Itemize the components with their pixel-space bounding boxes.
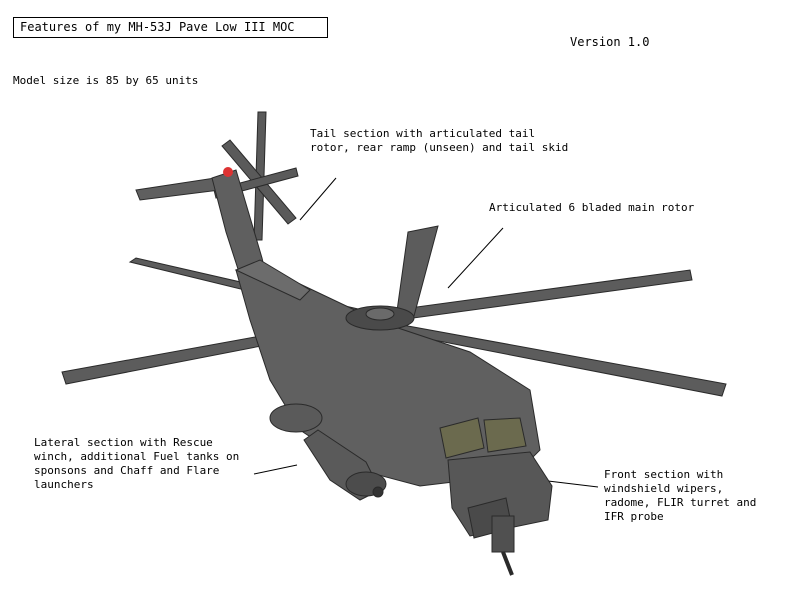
fuselage (234, 259, 541, 487)
leader-line-front (547, 480, 599, 488)
leader-line-lateral (253, 464, 298, 475)
leader-line-rotor (447, 227, 504, 289)
sponson-fuel-tank (269, 403, 387, 501)
annotation-main-rotor: Articulated 6 bladed main rotor (489, 201, 695, 214)
page-title: Features of my MH-53J Pave Low III MOC (13, 17, 328, 38)
model-size-label: Model size is 85 by 65 units (13, 74, 199, 87)
annotation-lateral: Lateral section with Rescue winch, addit… (34, 436, 240, 491)
leader-line-tail (299, 177, 337, 221)
helicopter (61, 111, 727, 576)
version-label: Version 1.0 (570, 35, 650, 49)
rotor-hub (345, 305, 415, 331)
nose-section (447, 451, 553, 576)
annotation-front: Front section with windshield wipers, ra… (604, 468, 757, 523)
cockpit-windows (439, 417, 527, 459)
leader-lines (253, 177, 599, 488)
annotation-tail: Tail section with articulated tail rotor… (310, 127, 569, 154)
